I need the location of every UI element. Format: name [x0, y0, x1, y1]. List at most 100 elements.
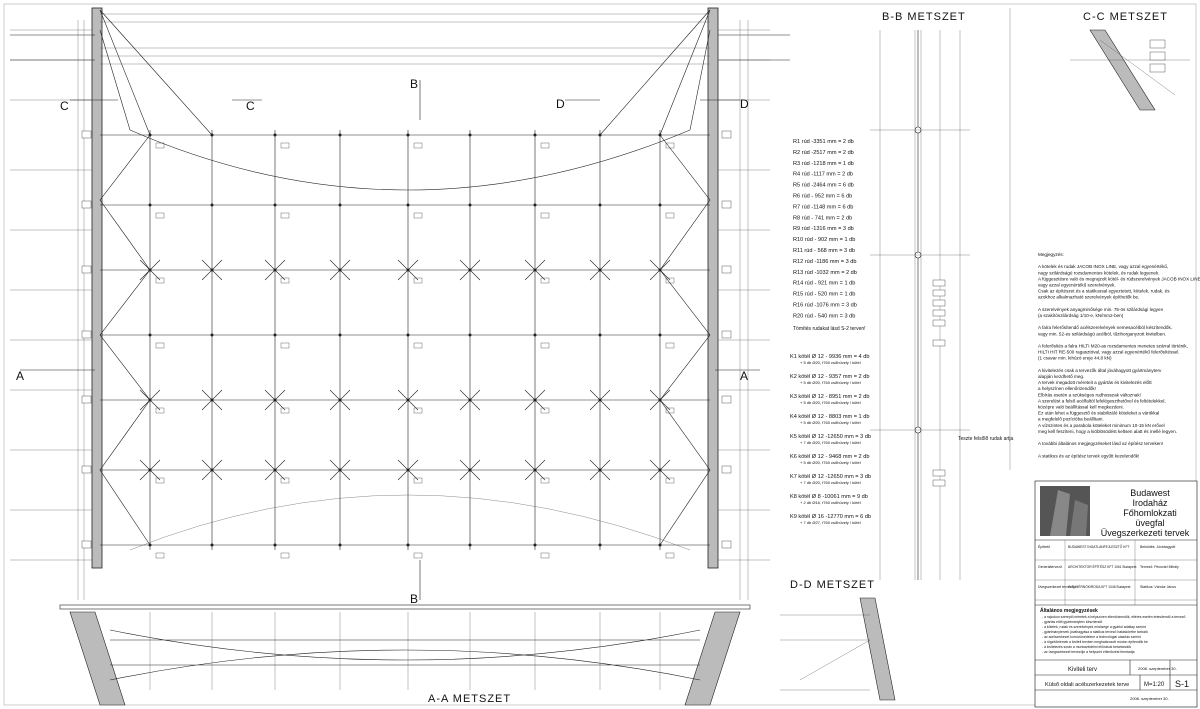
- cable-item: K7 kötél Ø 12 -12650 mm = 3 db: [790, 474, 871, 480]
- note-line: nagy szilárdságú rozsdamentes kötelek, é…: [1038, 270, 1160, 275]
- general-note-line: - a rögzítőelemek a kiviteli tervben meg…: [1042, 640, 1148, 644]
- note-line: A szerelvények anyagminősége min. 75-ös …: [1038, 307, 1164, 312]
- note-line: középre való beállítással kell megkezden…: [1038, 405, 1124, 410]
- rod-item: R14 rúd - 921 mm = 1 db: [793, 281, 855, 287]
- note-line: alapján kezdhető meg.: [1038, 374, 1084, 379]
- tb-row-value: ARCHITEKTOR ÉPÍTÉSZ KFT 1061 Budapest: [1068, 564, 1136, 569]
- sheet-number: S-1: [1175, 679, 1189, 689]
- tb-row-right: Tervező: Pécsvári Mihály: [1140, 565, 1179, 569]
- section-mark-d-left: D: [556, 97, 565, 111]
- scale: M=1:20: [1144, 682, 1165, 688]
- rods-note: Tömítés rudakat lásd S-2 terven!: [793, 326, 866, 332]
- note-line: vagy min. 52-es szilárdságú acélból, tűz…: [1038, 331, 1166, 336]
- tb-row-right: Statikus: Vándor János: [1140, 585, 1176, 589]
- cable-item-sub: + 2 db Ø16, f760 csőhüvely / kötél: [800, 500, 861, 505]
- rod-item: R15 rúd - 520 mm = 1 db: [793, 292, 855, 298]
- date-label: 2008. szeptember 30.: [1138, 666, 1177, 671]
- note-line: a megfelelő pozícióba beállítani.: [1038, 417, 1104, 422]
- cable-list: K1 kötél Ø 12 - 9936 mm = 4 db+ 5 db Ø20…: [790, 354, 871, 525]
- section-cut-lines: [20, 80, 760, 600]
- section-mark-a-left: A: [16, 369, 24, 383]
- note-line: A statikus és az építész tervek egyűtt k…: [1038, 453, 1139, 458]
- phase-label: Kiviteli terv: [1068, 667, 1097, 673]
- rod-item: R16 rúd -1076 mm = 3 db: [793, 303, 857, 309]
- note-line: meg kell feszíteni, hogy a kiöblösödést …: [1038, 429, 1177, 434]
- general-note-line: - a kivitelezés során a munkavédelmi elő…: [1042, 645, 1131, 649]
- note-line: HILTI HIT RE-500 ragasztóval, vagy azzal…: [1038, 350, 1180, 355]
- note-line: A függesztésre való és megrajzolt kötél-…: [1038, 276, 1200, 281]
- section-title-aa: A-A METSZET: [428, 693, 511, 705]
- tb-row-label: Üvegszerkezet tervezője: [1038, 585, 1076, 589]
- rod-list: R1 rúd -3351 mm = 2 db R2 rúd -2517 mm = …: [793, 139, 857, 319]
- rod-item: R9 rúd -1316 mm = 3 db: [793, 226, 854, 232]
- cable-item-sub: + 5 db Ø20, f760 csőhüvely / kötél: [800, 420, 861, 425]
- tb-row-value: G.S. MÉRNÖKIRODA KFT 1046 Budapest: [1068, 584, 1131, 589]
- cable-item: K1 kötél Ø 12 - 9936 mm = 4 db: [790, 354, 869, 360]
- rod-item: R5 rúd -2464 mm = 6 db: [793, 183, 854, 189]
- title-block: BudawestIrodaházFőhomlokzatiüvegfalÜvegs…: [1034, 480, 1198, 708]
- cable-item-sub: + 5 db Ø20, f760 csőhüvely / kötél: [800, 400, 861, 405]
- cable-item-sub: + 7 db Ø27, f760 csőhüvely / kötél: [800, 520, 861, 525]
- cable-item-sub: + 7 db Ø20, f760 csőhüvely / kötél: [800, 480, 861, 485]
- section-mark-b-top: B: [410, 77, 418, 91]
- note-line: a helyszínen ellenőrizendők!: [1038, 386, 1096, 391]
- note-line: Megjegyzés:: [1038, 252, 1064, 257]
- rod-item: R10 rúd - 902 mm = 1 db: [793, 237, 855, 243]
- project-title-line: Budawest: [1130, 488, 1170, 498]
- note-line: A felerősítés a falra HILTI M20-as rozsd…: [1038, 344, 1188, 349]
- rod-item: R6 rúd - 952 mm = 6 db: [793, 194, 852, 200]
- tb-row-label: Generáltervező: [1038, 565, 1062, 569]
- section-mark-c-right: C: [246, 99, 255, 113]
- rod-item: R11 rúd - 568 mm = 3 db: [793, 248, 855, 254]
- general-note-line: - a rajzokon szereplő méretek a helyszín…: [1042, 615, 1186, 619]
- rod-item: R12 rúd -1186 mm = 3 db: [793, 259, 856, 265]
- project-title-line: üvegfal: [1135, 518, 1164, 528]
- note-line: Csak az építészet és a statikussal egyez…: [1038, 289, 1170, 294]
- parabola-cable: [129, 129, 691, 191]
- tb-row-value: BUDAWEST INGATLANFEJLESZTŐ KFT: [1068, 544, 1130, 549]
- project-title-line: Irodaház: [1132, 498, 1168, 508]
- cable-item: K8 kötél Ø 8 -10061 mm = 9 db: [790, 494, 868, 500]
- note-line: azokhoz alkalmazható szerelvények építhe…: [1038, 295, 1139, 300]
- note-line: A szerelést a felső acélfaltól lefeléges…: [1038, 398, 1166, 403]
- note-line: Ez után lehet a függesztő és stabilizáló…: [1038, 411, 1159, 416]
- note-line: (a szakítószilárdság 1/10-e, kN/mm2-ben): [1038, 313, 1124, 318]
- project-title-line: Főhomlokzati: [1123, 508, 1177, 518]
- cable-item: K5 kötél Ø 12 -12650 mm = 3 db: [790, 434, 871, 440]
- cable-item: K4 kötél Ø 12 - 8803 mm = 1 db: [790, 414, 869, 420]
- rod-item: R3 rúd -1218 mm = 1 db: [793, 161, 854, 167]
- note-line: A kötelek és rudak JACOB INOX LINE, vagy…: [1038, 264, 1168, 269]
- rod-item: R2 rúd -2517 mm = 2 db: [793, 150, 854, 156]
- tb-row-label: Építtető: [1038, 544, 1050, 549]
- general-notes: Megjegyzés: A kötelek és rudak JACOB INOX…: [1038, 252, 1200, 458]
- rod-item: R4 rúd -1117 mm = 2 db: [793, 172, 853, 178]
- section-mark-c-left: C: [60, 99, 69, 113]
- cable-item: K6 kötél Ø 12 - 9468 mm = 2 db: [790, 454, 869, 460]
- cable-item: K9 kötél Ø 16 -12770 mm = 6 db: [790, 514, 871, 520]
- general-note-line: - az acélszerkezet korrózióvédelme a tec…: [1042, 635, 1141, 639]
- note-line: vagy azzal egyenértékű szerelvények.: [1038, 283, 1116, 288]
- rod-item: R1 rúd -3351 mm = 2 db: [793, 139, 854, 145]
- cable-item: K2 kötél Ø 12 - 9357 mm = 2 db: [790, 374, 869, 380]
- cable-item-sub: + 5 db Ø20, f760 csőhüvely / kötél: [800, 360, 861, 365]
- rod-item: R7 rúd -1148 mm = 6 db: [793, 204, 853, 210]
- section-mark-a-right: A: [740, 369, 748, 383]
- note-line: A további általános megjegyzéseket lásd …: [1038, 441, 1163, 446]
- column: [91, 7, 103, 569]
- section-title-cc: C-C METSZET: [1083, 11, 1168, 23]
- rod-item: R20 rúd - 540 mm = 3 db: [793, 313, 855, 319]
- section-details: [780, 8, 1190, 701]
- note-line: (1 csavar min. kihúzó ereje 44,8 kN): [1038, 356, 1112, 361]
- note-line: Elbírás esetén a szükséges rudhosszak vá…: [1038, 392, 1141, 397]
- tb-row-right: Beküldés: Jóváhagyott: [1140, 545, 1175, 549]
- section-mark-b-bottom: B: [410, 592, 418, 606]
- cable-item-sub: + 5 db Ø20, f760 csőhüvely / kötél: [800, 460, 861, 465]
- cable-item-sub: + 5 db Ø20, f760 csőhüvely / kötél: [800, 380, 861, 385]
- rod-item: R13 rúd -1032 mm = 2 db: [793, 270, 857, 276]
- general-note-line: - az üvegszerkezet tervezője a helyszíni…: [1042, 650, 1135, 654]
- general-notes-title: Általános megjegyzések: [1040, 607, 1098, 614]
- general-note-line: - gyártmánytervek jóváhagyása a statikus…: [1042, 630, 1148, 634]
- general-note-line: - a kötelek, rudak és szerelvények minős…: [1042, 625, 1146, 629]
- rod-item: R8 rúd - 741 mm = 2 db: [793, 215, 852, 221]
